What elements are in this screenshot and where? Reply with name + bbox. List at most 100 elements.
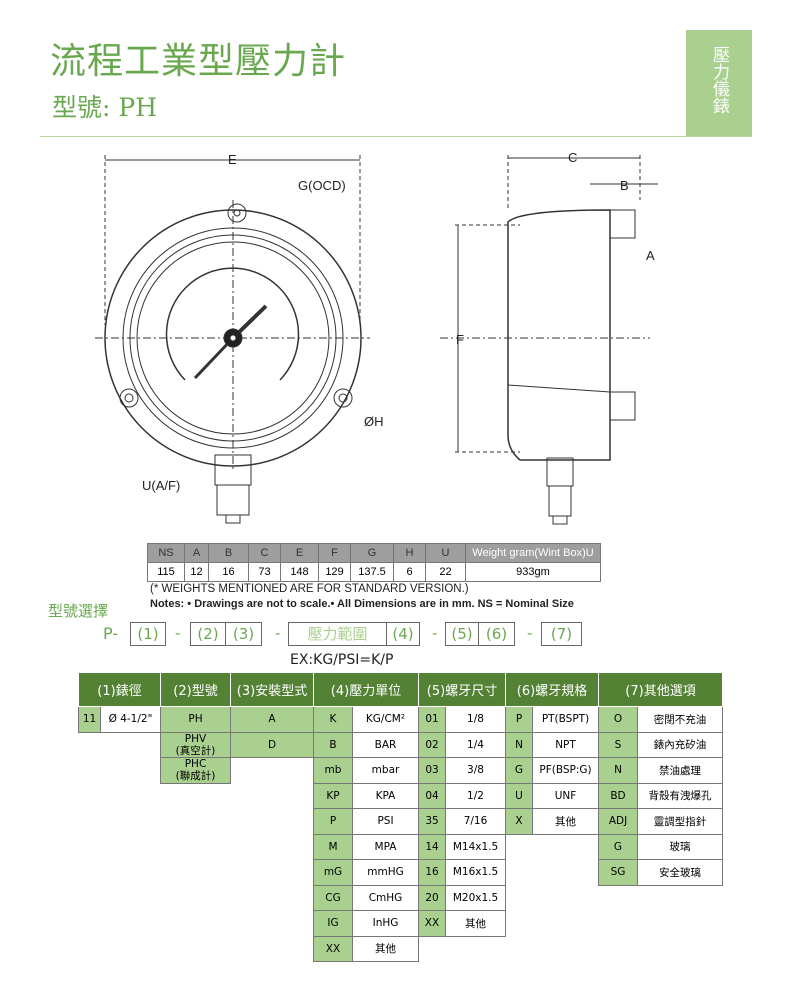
unit-desc: 其他	[352, 935, 419, 962]
empty-cell	[638, 911, 723, 937]
dimension-value-row: 115 12 16 73 148 129 137.5 6 22 933gm	[147, 562, 601, 582]
header-h: H	[393, 543, 426, 563]
value-g: 137.5	[350, 562, 394, 582]
ordering-table: (1)錶徑 (2)型號 (3)安裝型式 (4)壓力單位 (5)螺牙尺寸 (6)螺…	[78, 672, 723, 962]
empty-cell	[79, 732, 101, 758]
side-view	[440, 155, 658, 525]
dimension-label-h: ØH	[364, 414, 384, 429]
thread-size-code: 14	[418, 833, 446, 860]
thread-size-code: 01	[418, 706, 446, 733]
dimension-label-a: A	[646, 248, 655, 263]
unit-code: K	[313, 706, 353, 733]
model-code-label: PH	[188, 713, 203, 726]
thread-type-code: N	[505, 731, 533, 758]
weight-note: (* WEIGHTS MENTIONED ARE FOR STANDARD VE…	[150, 583, 469, 595]
thread-size-desc: M16x1.5	[445, 859, 506, 886]
empty-cell	[533, 834, 599, 860]
thread-size-code: 03	[418, 757, 446, 784]
code-box-7: (7)	[541, 622, 582, 646]
thread-size-code: 16	[418, 859, 446, 886]
model-selection-label: 型號選擇	[48, 602, 109, 620]
empty-cell	[533, 936, 599, 962]
model-code-note: (聯成計)	[175, 770, 216, 783]
empty-cell	[101, 834, 161, 860]
empty-cell	[79, 860, 101, 886]
model-code: PHV(真空計)	[160, 731, 231, 758]
empty-cell	[231, 911, 314, 937]
mount-code: A	[230, 706, 314, 733]
option-code: BD	[598, 782, 638, 809]
option-code: SG	[598, 859, 638, 886]
thread-type-desc: PT(BSPT)	[532, 706, 599, 733]
empty-cell	[506, 885, 533, 911]
dimension-header-row: NS A B C E F G H U Weight gram(Wint Box)…	[147, 543, 601, 563]
code-box-6: (6)	[478, 622, 515, 646]
unit-code: P	[313, 808, 353, 835]
unit-desc: mmHG	[352, 859, 419, 886]
empty-cell	[161, 911, 231, 937]
drawing-notes: Notes: • Drawings are not to scale.• All…	[150, 598, 574, 610]
code-box-5: (5)	[445, 622, 479, 646]
empty-cell	[101, 911, 161, 937]
thread-type-code: P	[505, 706, 533, 733]
unit-code: CG	[313, 884, 353, 911]
option-desc: 密閉不充油	[637, 706, 723, 733]
empty-cell	[638, 936, 723, 962]
empty-cell	[599, 936, 638, 962]
value-a: 12	[184, 562, 209, 582]
unit-code: IG	[313, 910, 353, 937]
thread-size-code: XX	[418, 910, 446, 937]
empty-cell	[231, 860, 314, 886]
thread-type-code: X	[505, 808, 533, 835]
model-code: PHC(聯成計)	[160, 757, 231, 784]
category-badge: 壓力儀錶	[686, 30, 752, 137]
header-options: (7)其他選項	[598, 672, 723, 707]
empty-cell	[79, 783, 101, 809]
pressure-range-box: 壓力範圍	[288, 622, 387, 646]
unit-desc: mbar	[352, 757, 419, 784]
value-b: 16	[208, 562, 249, 582]
empty-cell	[231, 936, 314, 962]
option-code: N	[598, 757, 638, 784]
empty-cell	[79, 834, 101, 860]
header-unit: (4)壓力單位	[313, 672, 419, 707]
unit-code: mb	[313, 757, 353, 784]
empty-cell	[79, 911, 101, 937]
header-thread-size: (5)螺牙尺寸	[418, 672, 506, 707]
value-ns: 115	[147, 562, 185, 582]
empty-cell	[79, 809, 101, 835]
empty-cell	[101, 783, 161, 809]
empty-cell	[161, 936, 231, 962]
unit-desc: CmHG	[352, 884, 419, 911]
thread-size-desc: 3/8	[445, 757, 506, 784]
dimension-label-e: E	[228, 152, 237, 167]
header-ns: NS	[147, 543, 185, 563]
option-code: O	[598, 706, 638, 733]
front-view	[95, 155, 370, 524]
option-code: G	[598, 833, 638, 860]
dimension-table: NS A B C E F G H U Weight gram(Wint Box)…	[147, 543, 601, 582]
unit-desc: KPA	[352, 782, 419, 809]
header-a: A	[184, 543, 209, 563]
empty-cell	[161, 783, 231, 809]
option-desc: 背殼有洩爆孔	[637, 782, 723, 809]
empty-cell	[506, 860, 533, 886]
empty-cell	[533, 885, 599, 911]
option-code: S	[598, 731, 638, 758]
category-label: 壓力儀錶	[709, 46, 729, 114]
unit-code: B	[313, 731, 353, 758]
thread-size-desc: 1/8	[445, 706, 506, 733]
thread-size-desc: 1/4	[445, 731, 506, 758]
option-desc: 錶內充矽油	[637, 731, 723, 758]
model-code-label: PHV	[184, 732, 207, 745]
value-h: 6	[393, 562, 426, 582]
value-f: 129	[318, 562, 351, 582]
value-weight: 933gm	[465, 562, 601, 582]
example-code: EX:KG/PSI=K/P	[290, 652, 394, 668]
empty-cell	[231, 783, 314, 809]
thread-type-desc: NPT	[532, 731, 599, 758]
header-u: U	[425, 543, 466, 563]
